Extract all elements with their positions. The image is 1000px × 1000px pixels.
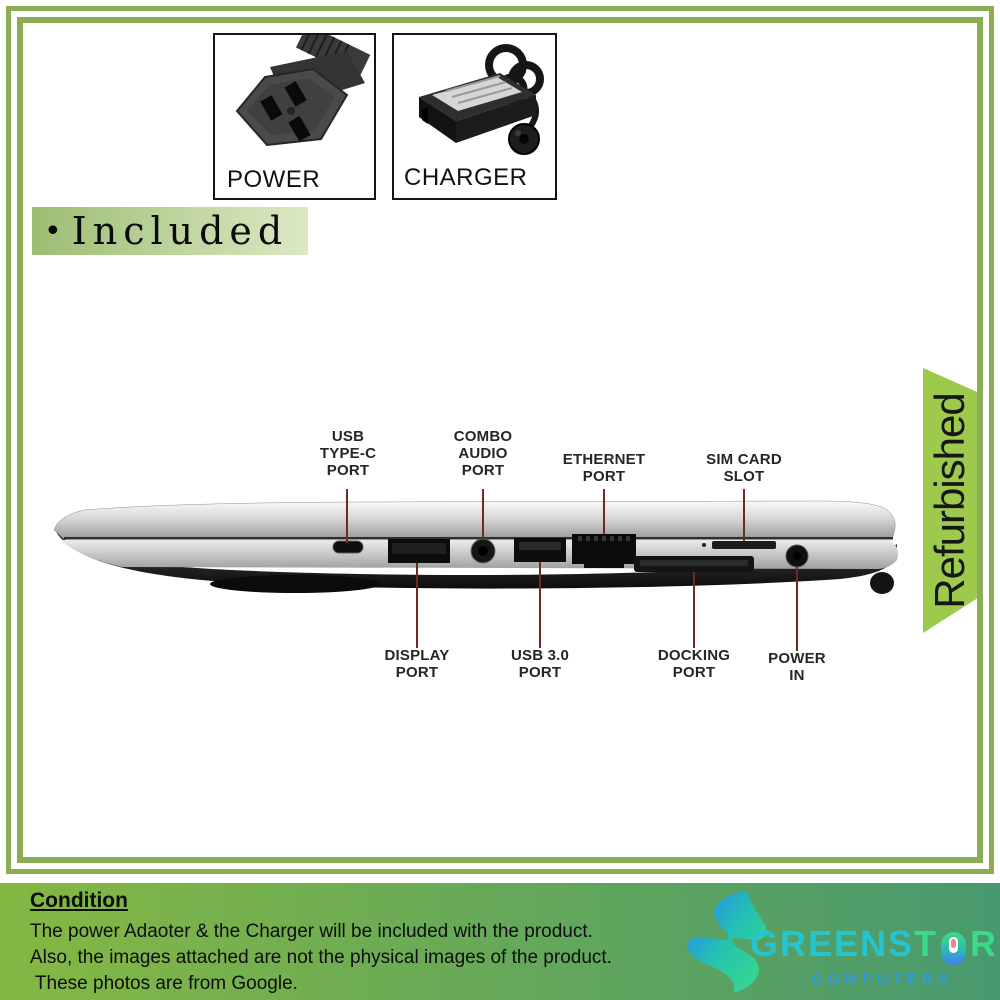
inner-border-frame xyxy=(17,17,983,863)
condition-line: Also, the images attached are not the ph… xyxy=(30,947,612,968)
audio-port-hole xyxy=(478,546,488,556)
laptop-underside xyxy=(54,528,897,589)
label-power-in: POWER IN xyxy=(768,650,826,684)
included-bullet: • xyxy=(44,213,62,249)
condition-section: Condition The power Adaoter & the Charge… xyxy=(0,883,1000,1000)
display-port-inner xyxy=(392,543,446,554)
condition-line: These photos are from Google. xyxy=(30,973,298,994)
leader-power-in xyxy=(796,567,798,651)
label-usb-type-c: USB TYPE-C PORT xyxy=(319,428,377,479)
laptop-rear-foot xyxy=(870,572,894,594)
label-display-port: DISPLAY PORT xyxy=(384,647,450,681)
leader-usb-c xyxy=(346,489,348,543)
leader-sim xyxy=(743,489,745,541)
leader-audio xyxy=(482,489,484,539)
usb-c-port xyxy=(332,540,364,554)
leader-usb3 xyxy=(539,562,541,648)
label-sim-card: SIM CARD SLOT xyxy=(706,451,782,485)
wordmark-t: T xyxy=(914,923,939,964)
computer-mouse-icon xyxy=(941,924,968,965)
condition-heading: Condition xyxy=(30,889,128,912)
label-docking: DOCKING PORT xyxy=(657,647,731,681)
power-caption: POWER xyxy=(227,166,321,193)
laptop-lid xyxy=(53,500,896,539)
sim-eject-hole xyxy=(702,543,706,547)
charger-image xyxy=(419,44,544,155)
wordmark-r: R xyxy=(970,923,999,964)
leader-ethernet xyxy=(603,489,605,534)
condition-line: The power Adaoter & the Charger will be … xyxy=(30,921,593,942)
power-in-hole xyxy=(793,552,801,560)
charger-caption: CHARGER xyxy=(404,164,528,191)
laptop-front-foot xyxy=(210,575,380,593)
wordmark-greens: GREENS xyxy=(750,923,915,964)
docking-port-inner xyxy=(640,560,748,566)
label-combo-audio: COMBO AUDIO PORT xyxy=(453,428,513,479)
ethernet-pins xyxy=(578,536,630,541)
leader-docking xyxy=(693,572,695,648)
greenstor-logo: GREENS T R COMPUTERS xyxy=(675,885,1000,1000)
refurbished-label: Refurbished xyxy=(926,392,973,609)
leader-displayport xyxy=(416,563,418,648)
laptop-seam xyxy=(64,537,893,540)
greenstor-wordmark: GREENS T R xyxy=(750,923,998,965)
charger-photo-box: CHARGER xyxy=(392,33,557,200)
label-usb3: USB 3.0 PORT xyxy=(510,647,570,681)
refurbished-ribbon: Refurbished xyxy=(923,368,977,633)
condition-text: Condition The power Adaoter & the Charge… xyxy=(30,887,612,997)
greenstor-subtitle: COMPUTERS xyxy=(812,971,953,988)
outer-border-frame xyxy=(6,6,994,874)
usb3-port-tongue xyxy=(519,542,561,550)
sim-card-slot xyxy=(712,541,776,549)
greenstor-bolt-icon xyxy=(687,891,767,993)
power-cable-photo-box: POWER xyxy=(213,24,376,200)
included-banner: • Included xyxy=(32,207,308,255)
included-label: Included xyxy=(71,209,289,253)
label-ethernet: ETHERNET PORT xyxy=(562,451,646,485)
power-connector-image xyxy=(235,24,371,147)
ethernet-notch xyxy=(584,560,624,568)
laptop-side-image xyxy=(53,500,899,594)
